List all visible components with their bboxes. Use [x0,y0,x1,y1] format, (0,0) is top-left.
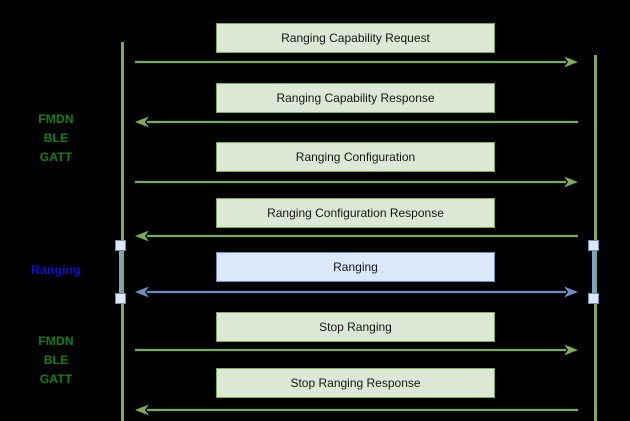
msg-ranging-arrow [0,285,630,299]
activation-right-node-top[interactable] [588,240,599,251]
phase-label-fmdn-ble-gatt-top: FMDN BLE GATT [38,112,74,164]
msg-stop-ranging-response-label: Stop Ranging Response [290,376,421,390]
msg-ranging-configuration-response-label: Ranging Configuration Response [267,206,444,220]
msg-ranging-configuration-box[interactable]: Ranging Configuration [216,142,495,172]
msg-ranging-configuration-label: Ranging Configuration [295,150,416,164]
msg-stop-ranging-response-arrow [0,403,630,417]
activation-right-bar [592,245,595,298]
activation-left-node-top[interactable] [115,240,126,251]
msg-ranging-capability-response-box[interactable]: Ranging Capability Response [216,83,495,113]
msg-ranging-configuration-response-arrow [0,229,630,243]
msg-ranging-configuration-arrow [0,175,630,189]
msg-ranging-capability-response-label: Ranging Capability Response [276,91,435,105]
msg-ranging-capability-request-arrow [0,55,630,69]
phase-label-ranging: Ranging [31,263,81,277]
msg-stop-ranging-response-box[interactable]: Stop Ranging Response [216,368,495,398]
msg-ranging-label: Ranging [333,260,378,274]
lifeline-left [121,42,124,421]
msg-ranging-configuration-response-box[interactable]: Ranging Configuration Response [216,198,495,228]
phase-label-fmdn-ble-gatt-bottom: FMDN BLE GATT [38,334,74,386]
msg-stop-ranging-box[interactable]: Stop Ranging [216,312,495,342]
activation-left-node-bottom[interactable] [115,293,126,304]
activation-left-bar [119,245,122,298]
activation-right-node-bottom[interactable] [588,293,599,304]
msg-ranging-capability-request-label: Ranging Capability Request [281,31,430,45]
msg-stop-ranging-label: Stop Ranging [319,320,392,334]
msg-ranging-box[interactable]: Ranging [216,252,495,282]
lifeline-right [594,55,597,421]
msg-ranging-capability-request-box[interactable]: Ranging Capability Request [216,23,495,53]
